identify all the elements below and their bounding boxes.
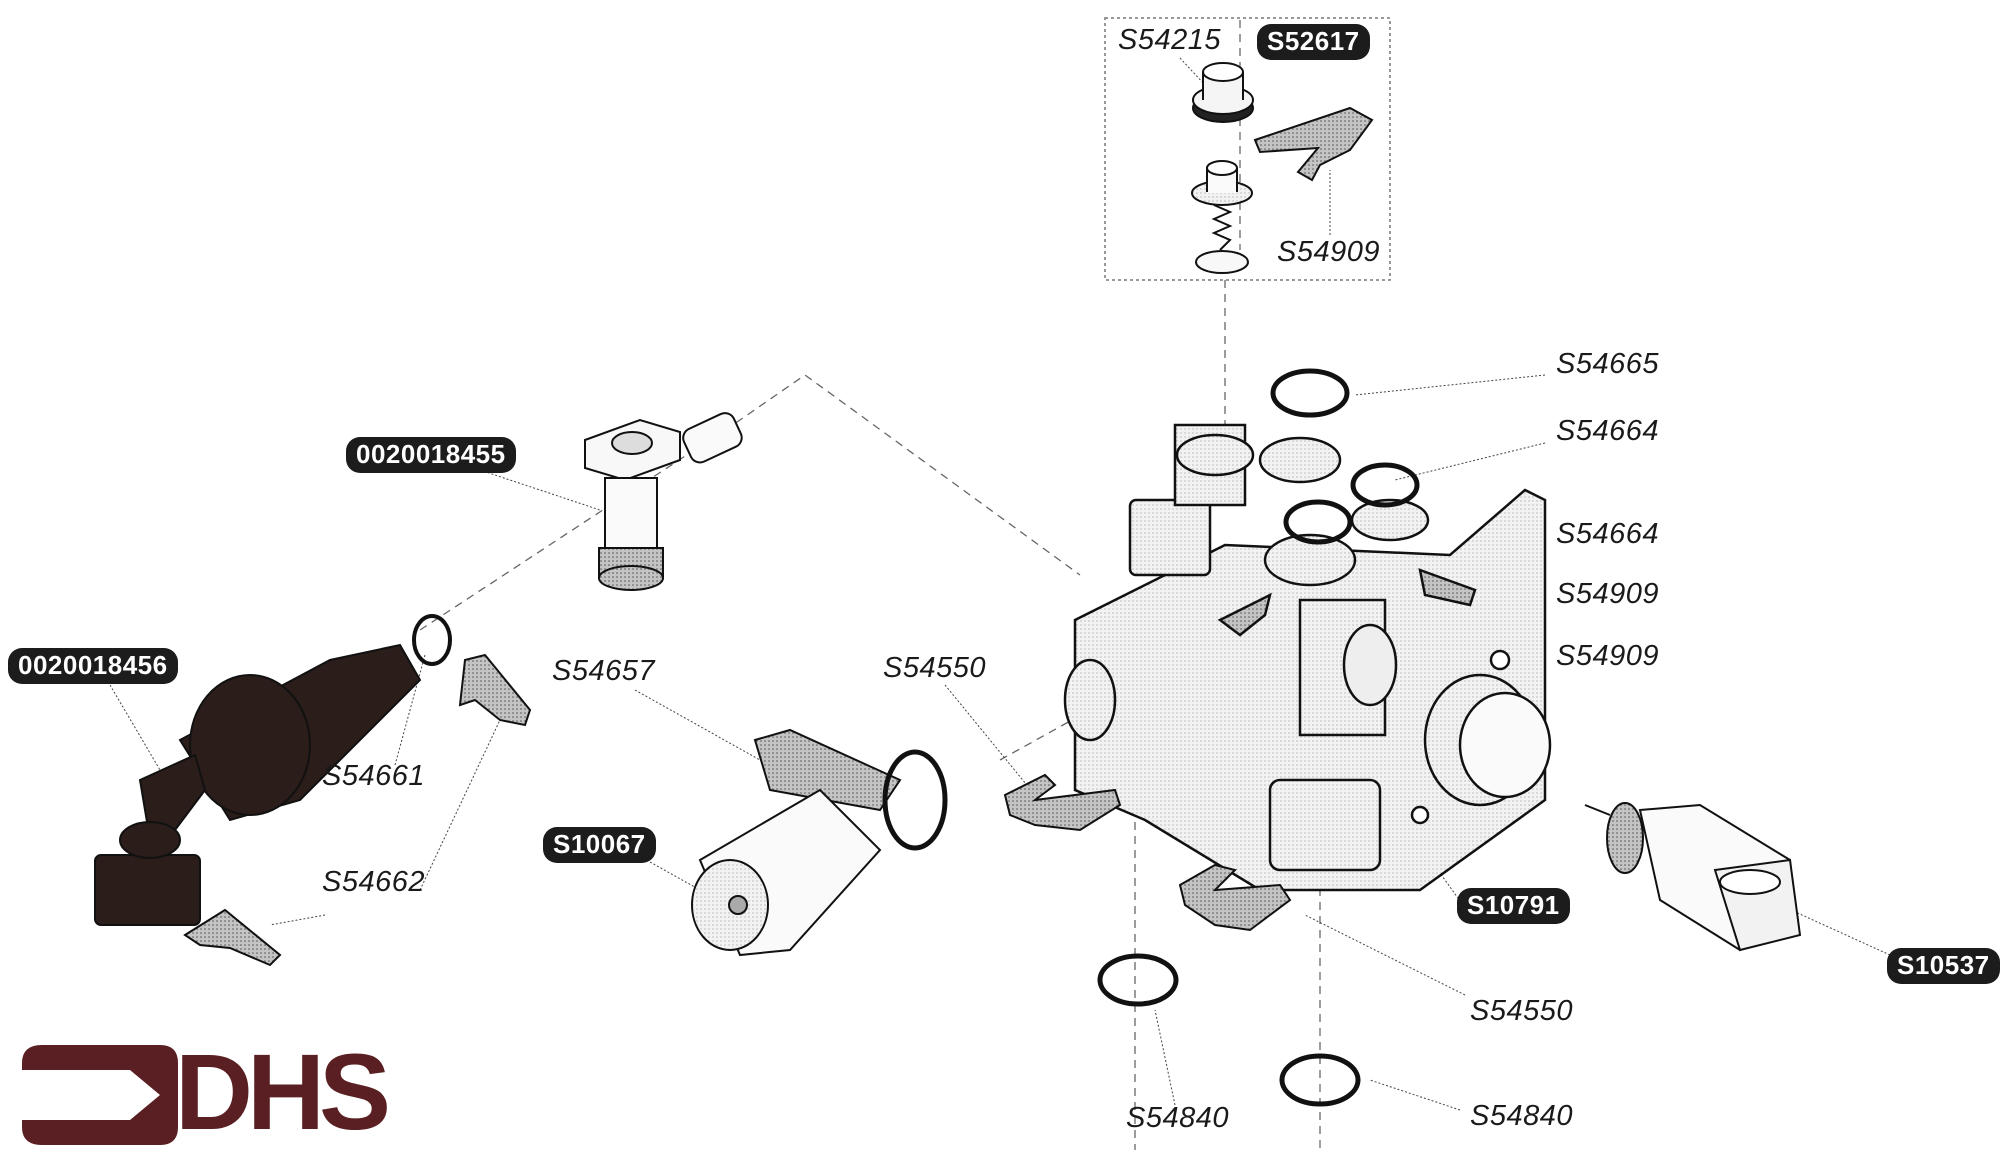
clip-s54662-upper [458, 653, 532, 727]
clip-s54550-a [1003, 773, 1122, 832]
o-ring-s54661 [412, 614, 452, 666]
label-s54664-b: S54664 [1556, 518, 1659, 550]
label-s54550-a: S54550 [883, 652, 986, 684]
o-ring-s54840-b [1279, 1053, 1361, 1107]
valve-body [1063, 423, 1552, 892]
leader-lines [109, 57, 1891, 1111]
label-s54909-b: S54909 [1556, 640, 1659, 672]
injector-part-0020018455 [584, 412, 743, 591]
label-s54840-b: S54840 [1470, 1100, 1573, 1132]
label-s54664-a: S54664 [1556, 415, 1659, 447]
inset-box [1104, 17, 1391, 281]
clip-part-s54909-inset [1253, 106, 1374, 182]
o-ring-s54840-a [1097, 953, 1179, 1007]
o-ring-s54664-a [1350, 462, 1420, 508]
logo-text: DHS [175, 1031, 391, 1152]
label-s54657: S54657 [552, 655, 655, 687]
label-s54661: S54661 [322, 760, 425, 792]
label-s54909-a: S54909 [1556, 578, 1659, 610]
screw-part [1191, 160, 1253, 274]
bypass-part-0020018456 [94, 643, 422, 926]
label-s54840-a: S54840 [1126, 1102, 1229, 1134]
label-s54662: S54662 [322, 866, 425, 898]
badge-0020018455: 0020018455 [346, 437, 516, 473]
badge-s10791: S10791 [1457, 888, 1570, 924]
o-ring-s54664-b [1283, 499, 1353, 545]
badge-s10067: S10067 [543, 827, 656, 863]
label-s54665: S54665 [1556, 348, 1659, 380]
cap-part-s54215 [1192, 62, 1254, 123]
clip-s54550-b [1178, 863, 1292, 932]
label-s54215: S54215 [1118, 24, 1221, 56]
label-s54550-b: S54550 [1470, 995, 1573, 1027]
badge-s52617: S52617 [1257, 24, 1370, 60]
assembly-lines [419, 20, 1321, 1150]
label-s54909-inset: S54909 [1277, 236, 1380, 268]
drain-part-s10067 [691, 728, 948, 957]
badge-0020018456: 0020018456 [8, 648, 178, 684]
logo-arrow-icon [22, 1045, 178, 1145]
controller-part-s10537 [1584, 802, 1802, 952]
clip-s54662-lower [183, 908, 282, 967]
badge-s10537: S10537 [1887, 948, 2000, 984]
o-ring-s54665 [1270, 368, 1350, 418]
